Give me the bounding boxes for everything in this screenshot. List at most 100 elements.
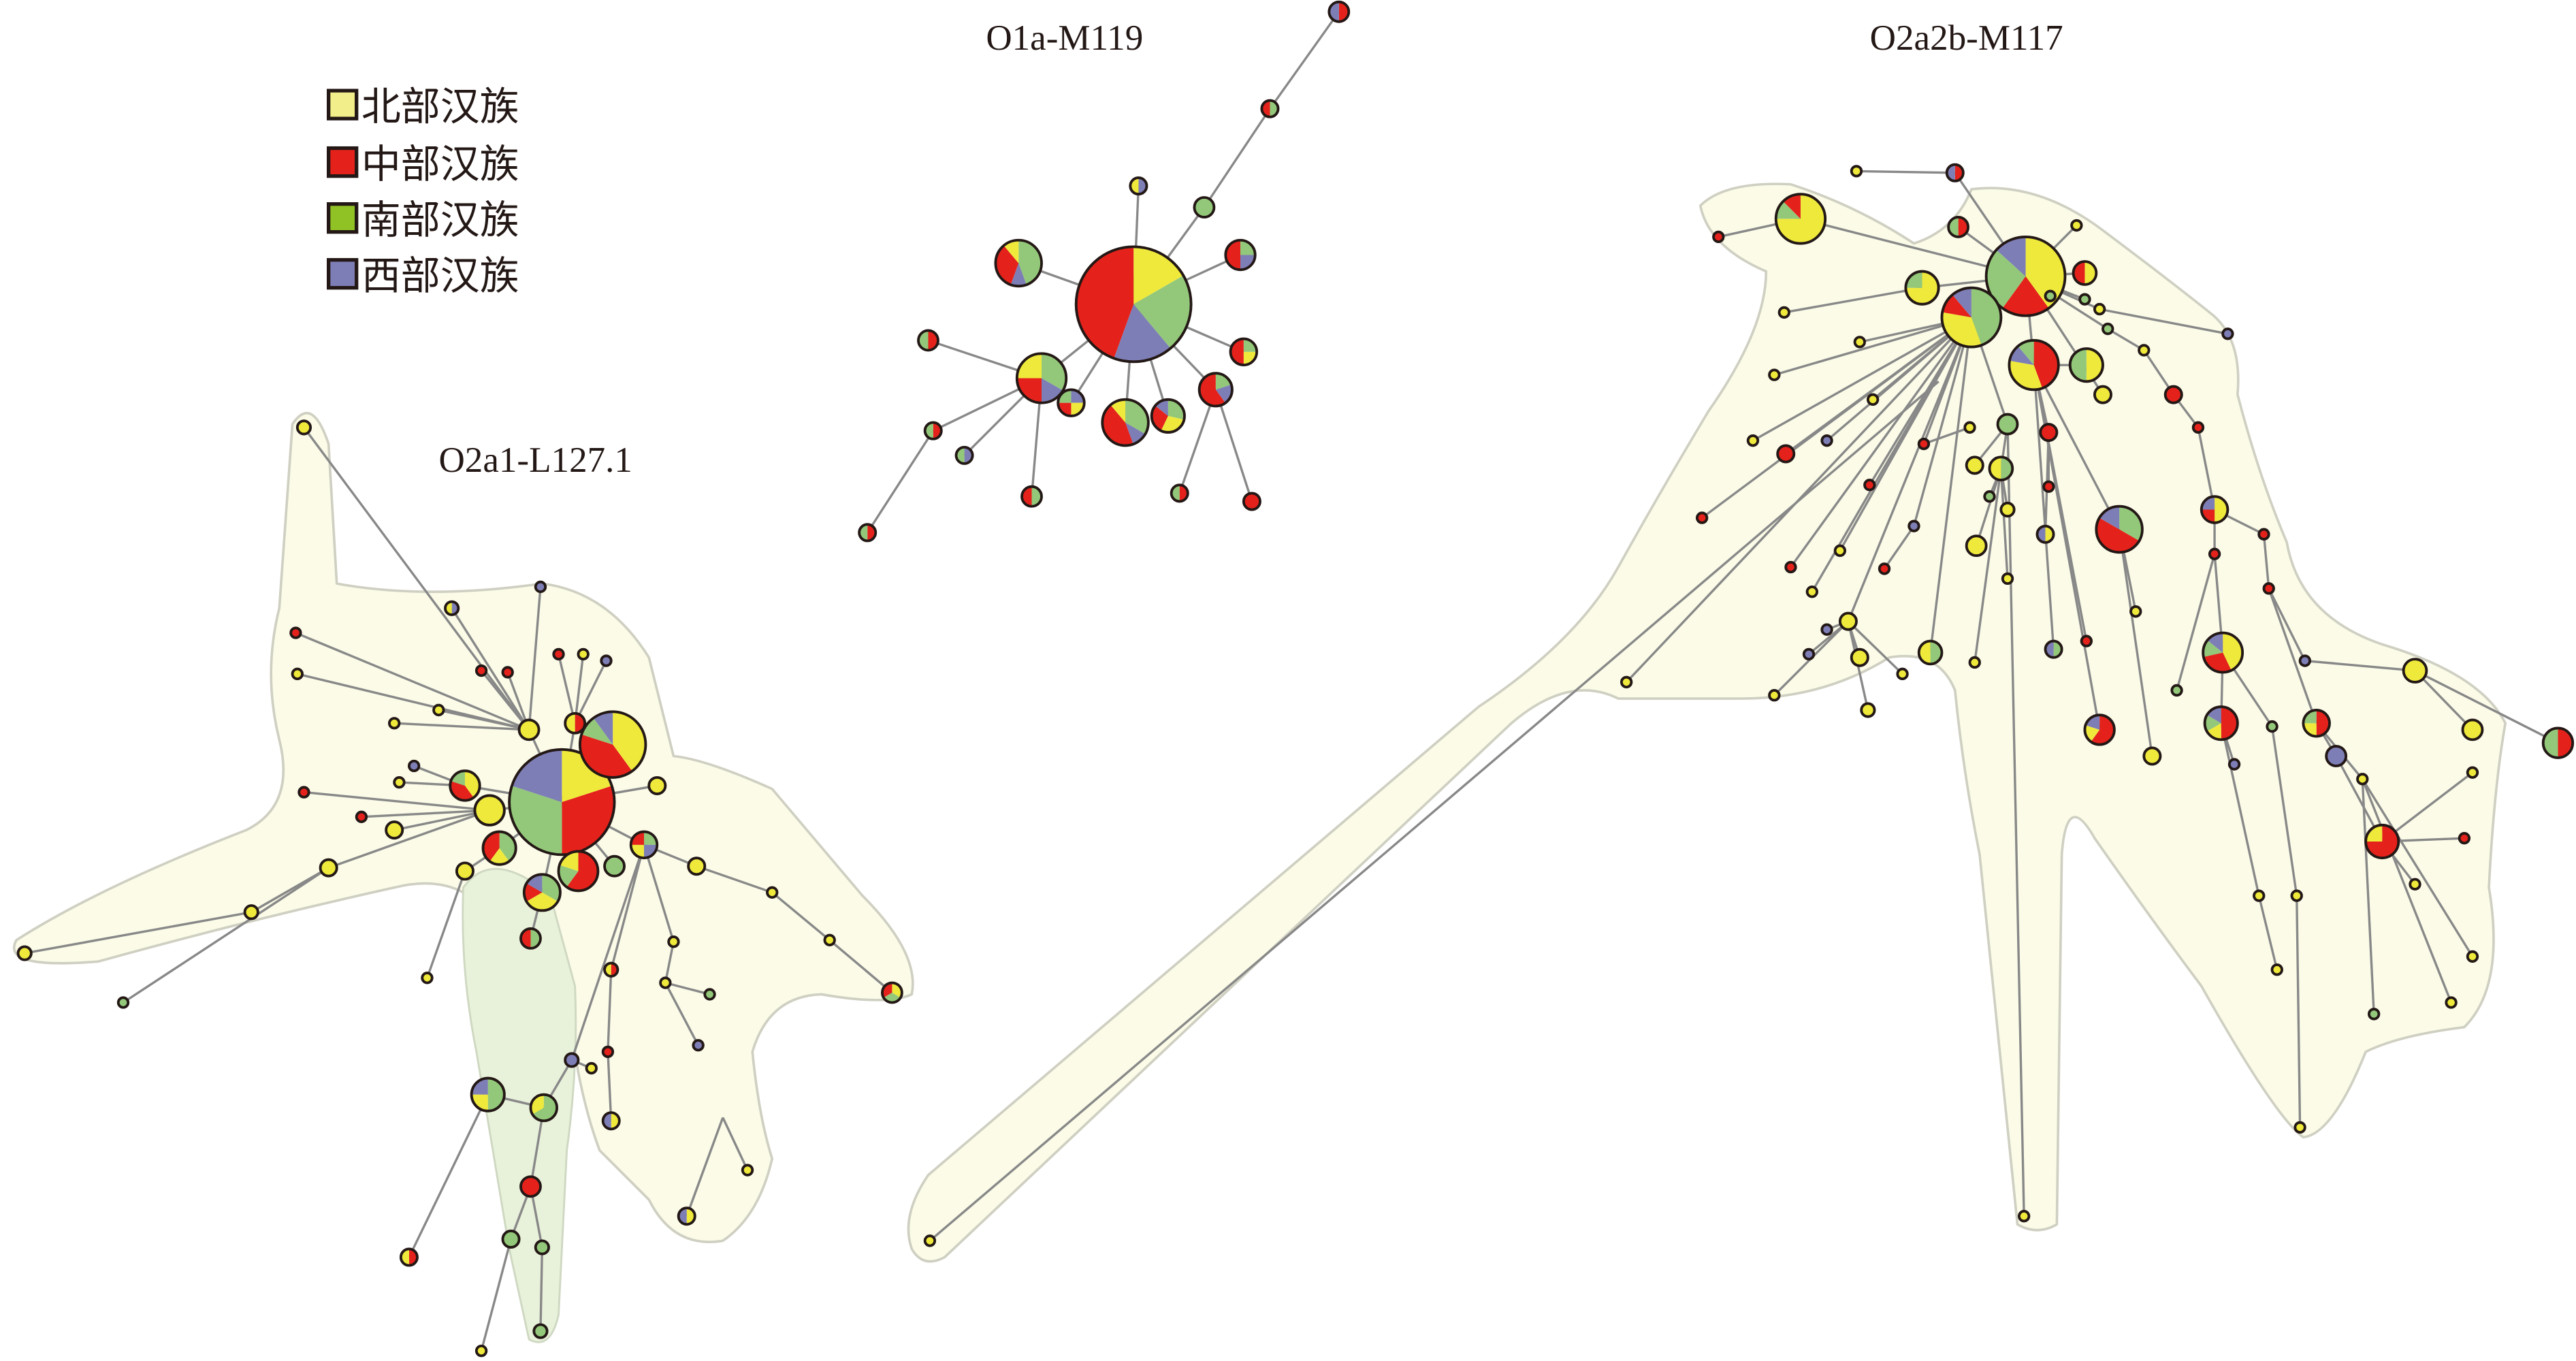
pie-slice xyxy=(630,844,644,859)
pie-slice xyxy=(1110,399,1126,423)
pie-slice xyxy=(924,1236,935,1246)
network-edge xyxy=(2006,423,2025,1217)
pie-slice xyxy=(476,1345,487,1356)
haplotype-node xyxy=(2163,385,2183,404)
node-outline xyxy=(532,1323,549,1339)
pie-slice xyxy=(1986,250,2026,308)
haplotype-node xyxy=(552,647,565,661)
pie-slice xyxy=(2368,1009,2379,1019)
haplotype-node xyxy=(1904,270,1940,306)
haplotype-node xyxy=(1784,560,1797,574)
pie-slice xyxy=(1854,337,1865,347)
node-outline xyxy=(2290,889,2303,902)
haplotype-node xyxy=(2129,605,2142,618)
network-edge xyxy=(2118,529,2154,756)
haplotype-node xyxy=(2402,658,2428,684)
legend-label-west: 西部汉族 xyxy=(361,253,519,299)
pie-slice xyxy=(1942,294,1971,318)
pie-slice xyxy=(524,883,543,902)
node-outline xyxy=(2364,823,2400,860)
pie-slice xyxy=(2403,659,2427,682)
haplotype-node xyxy=(1999,501,2016,518)
pie-slice xyxy=(532,1094,558,1121)
haplotype-node xyxy=(2298,654,2311,667)
pie-slice xyxy=(2201,496,2215,510)
pie-slice xyxy=(2204,715,2221,732)
node-outline xyxy=(1260,99,1280,118)
pie-slice xyxy=(2096,517,2140,553)
pie-slice xyxy=(2223,633,2243,671)
network-edge xyxy=(2032,364,2088,641)
haplotype-node xyxy=(2042,480,2055,493)
pie-slice xyxy=(688,858,705,875)
node-outline xyxy=(667,935,680,948)
haplotype-node xyxy=(1850,165,1863,178)
node-outline xyxy=(474,664,488,677)
pie-slice xyxy=(297,421,311,434)
pie-slice xyxy=(1897,669,1907,679)
node-outline xyxy=(647,775,667,795)
haplotype-node xyxy=(2253,889,2266,902)
pie-slice xyxy=(2366,824,2383,842)
pie-slice xyxy=(1240,255,1255,270)
haplotype-node xyxy=(289,626,302,639)
haplotype-node xyxy=(600,654,613,667)
node-outline xyxy=(399,1247,419,1267)
network-edge xyxy=(664,981,710,996)
node-outline xyxy=(2445,996,2458,1009)
pie-slice xyxy=(489,848,509,865)
haplotype-node xyxy=(2080,635,2093,647)
pie-slice xyxy=(1151,405,1168,431)
network-edge xyxy=(480,1238,513,1351)
network-edge xyxy=(1883,525,1915,570)
node-outline xyxy=(385,820,404,840)
node-outline xyxy=(741,1164,754,1176)
haplotype-node xyxy=(407,759,421,773)
haplotype-node xyxy=(2200,495,2229,524)
haplotype-node xyxy=(421,972,434,984)
network-edge xyxy=(1847,620,1903,675)
node-outline xyxy=(2039,423,2059,443)
pie-slice xyxy=(2300,656,2311,666)
haplotype-node xyxy=(2293,1121,2306,1134)
pie-slice xyxy=(2044,481,2054,492)
haplotype-node xyxy=(1988,455,2014,482)
network-edge xyxy=(24,911,252,955)
haplotype-node xyxy=(519,927,542,950)
haplotype-node xyxy=(954,445,974,465)
pie-slice xyxy=(2193,422,2204,433)
pie-slice xyxy=(1775,201,1801,219)
pie-slice xyxy=(1867,394,1878,405)
node-outline xyxy=(1860,702,1876,718)
pie-slice xyxy=(2410,879,2420,889)
node-outline xyxy=(2461,718,2484,741)
pie-slice xyxy=(579,734,632,778)
pie-slice xyxy=(1779,307,1790,318)
haplotype-node xyxy=(519,1175,542,1198)
network-edge xyxy=(643,844,675,942)
pie-slice xyxy=(476,665,487,676)
pie-slice xyxy=(471,1094,488,1111)
haplotype-node xyxy=(2257,528,2270,541)
pie-slice xyxy=(1865,480,1875,490)
node-outline xyxy=(2093,385,2112,404)
node-outline xyxy=(470,1076,506,1112)
node-outline xyxy=(1945,163,1965,182)
node-outline xyxy=(2191,421,2205,434)
haplotype-node xyxy=(1774,193,1827,245)
pie-slice xyxy=(2144,748,2161,765)
haplotype-node xyxy=(1945,163,1965,182)
pie-slice xyxy=(2002,573,2013,584)
pie-slice xyxy=(2086,349,2103,382)
haplotype-node xyxy=(534,1239,550,1255)
network-title-o2a1: O2a1-L127.1 xyxy=(438,441,632,480)
node-outline xyxy=(289,626,302,639)
network-edge xyxy=(528,586,542,731)
node-outline xyxy=(1746,434,1760,447)
haplotype-node xyxy=(2102,322,2114,336)
pie-slice xyxy=(502,1230,519,1248)
haplotype-node xyxy=(522,873,562,912)
haplotype-node xyxy=(1150,398,1186,434)
node-outline xyxy=(1224,238,1257,272)
pie-slice xyxy=(1966,457,1983,474)
